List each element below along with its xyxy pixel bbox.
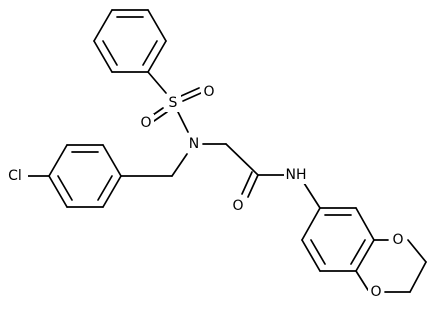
phenyl-ring <box>93 9 167 73</box>
ch2-carbonyl-bond <box>225 143 259 176</box>
svg-text:O: O <box>140 115 151 131</box>
atom-s: S <box>165 94 181 112</box>
svg-text:S: S <box>169 95 178 111</box>
svg-text:O: O <box>203 84 214 100</box>
atom-o-dioxane-1: O <box>390 231 406 249</box>
atom-o-sulfonyl-2: O <box>138 114 154 132</box>
atom-cl: Cl <box>2 167 28 185</box>
svg-text:N: N <box>189 136 199 152</box>
atom-nh-amide: NH <box>284 166 308 184</box>
chlorophenyl-ring <box>48 144 122 208</box>
n-benzyl-ch2-bond <box>171 153 188 177</box>
svg-text:O: O <box>370 284 381 300</box>
s-n-bond <box>176 109 189 133</box>
phenyl-s-bond <box>147 71 167 94</box>
atom-n-sulfonamide: N <box>186 135 202 153</box>
benzodioxane-aromatic-ring <box>301 207 375 272</box>
atom-o-dioxane-2: O <box>368 283 384 301</box>
atom-o-sulfonyl-1: O <box>201 83 217 101</box>
svg-text:O: O <box>232 198 243 214</box>
carbonyl-double-bond <box>241 171 259 198</box>
atom-o-carbonyl: O <box>230 197 246 215</box>
svg-text:NH: NH <box>286 167 307 183</box>
svg-text:O: O <box>392 232 403 248</box>
svg-text:Cl: Cl <box>8 168 22 184</box>
nh-ring-bond <box>303 182 321 209</box>
dioxane-ring <box>355 239 427 293</box>
